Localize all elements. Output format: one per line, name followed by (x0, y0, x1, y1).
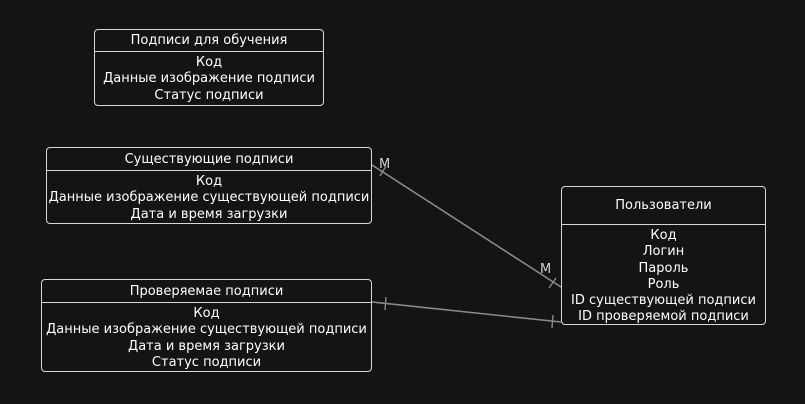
entity-field: Логин (642, 244, 685, 260)
entity-users[interactable]: Пользователи Код Логин Пароль Роль ID су… (561, 186, 766, 325)
entity-fields: Код Данные изображение существующей подп… (42, 303, 371, 371)
relation-existing-users-target-cardinality: M (540, 262, 551, 277)
entity-field: Данные изображение существующей подписи (48, 190, 370, 206)
entity-field: Код (195, 174, 223, 189)
entity-field: Статус подписи (154, 87, 264, 103)
entity-fields: Код Данные изображение существующей подп… (47, 171, 371, 223)
relation-existing-users-target-tick (548, 277, 557, 289)
entity-checked-signatures[interactable]: Проверяемае подписи Код Данные изображен… (41, 279, 372, 372)
entity-title: Пользователи (562, 187, 765, 225)
entity-field: Дата и время загрузки (128, 338, 285, 354)
relation-existing-users-source-tick (379, 165, 387, 177)
entity-field: ID проверяемой подписи (578, 309, 749, 325)
entity-title: Подписи для обучения (95, 30, 323, 52)
entity-field: ID существующей подписи (571, 293, 756, 309)
entity-field: Роль (647, 276, 680, 292)
entity-field: Статус подписи (151, 354, 262, 370)
entity-field: Код (193, 306, 220, 321)
relation-existing-users-line (371, 164, 562, 288)
relation-checked-users-line (371, 301, 562, 323)
relation-checked-users-source-tick (384, 296, 387, 311)
entity-field: Пароль (638, 260, 689, 276)
entity-field: Код (650, 228, 677, 243)
entity-existing-signatures[interactable]: Существующие подписи Код Данные изображе… (46, 147, 372, 224)
entity-field: Данные изображение существующей подписи (46, 322, 367, 338)
entity-field: Код (195, 55, 223, 70)
entity-field: Данные изображение подписи (103, 71, 315, 87)
relation-checked-users-target-tick (551, 314, 554, 329)
entity-title: Проверяемае подписи (42, 280, 371, 303)
entity-training-signatures[interactable]: Подписи для обучения Код Данные изображе… (94, 29, 324, 106)
relation-existing-users-source-cardinality: M (379, 157, 390, 172)
entity-fields: Код Логин Пароль Роль ID существующей по… (562, 225, 765, 325)
entity-field: Дата и время загрузки (130, 206, 288, 222)
entity-title: Существующие подписи (47, 148, 371, 171)
entity-fields: Код Данные изображение подписи Статус по… (95, 52, 323, 104)
